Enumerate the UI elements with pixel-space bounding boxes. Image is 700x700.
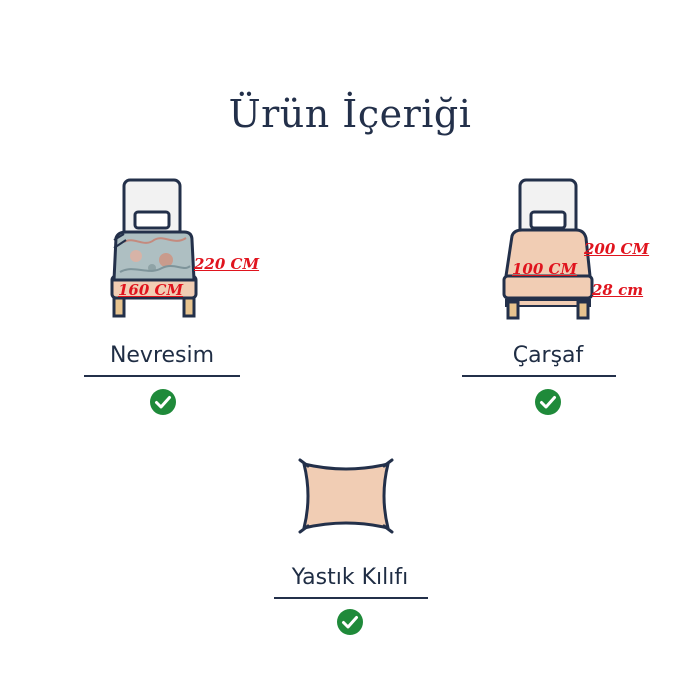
item-label: Nevresim: [109, 343, 215, 368]
pillow-icon: [298, 458, 394, 534]
label-divider: [462, 375, 616, 377]
label-divider: [84, 375, 240, 377]
product-item-nevresim: 220 CM 160 CM Nevresim: [0, 0, 350, 430]
page-title: Ürün İçeriği: [228, 92, 472, 136]
dimension-length: 200 CM: [584, 240, 650, 258]
dimension-width: 160 CM: [118, 281, 184, 299]
check-circle-icon: [337, 609, 363, 635]
dimension-height: 28 cm: [592, 281, 644, 299]
item-label: Yastık Kılıfı: [291, 565, 409, 590]
dimension-width: 100 CM: [512, 260, 578, 278]
check-circle-icon: [535, 389, 561, 415]
dimension-length: 220 CM: [194, 255, 260, 273]
product-item-yastik-kilifi: Yastık Kılıfı: [200, 440, 500, 700]
product-item-carsaf: 200 CM 100 CM 28 cm Çarşaf: [350, 0, 700, 430]
label-divider: [274, 597, 428, 599]
bed-sheet-icon: [502, 178, 594, 320]
check-circle-icon: [150, 389, 176, 415]
item-label: Çarşaf: [512, 343, 584, 368]
bed-duvet-icon: [110, 178, 198, 318]
